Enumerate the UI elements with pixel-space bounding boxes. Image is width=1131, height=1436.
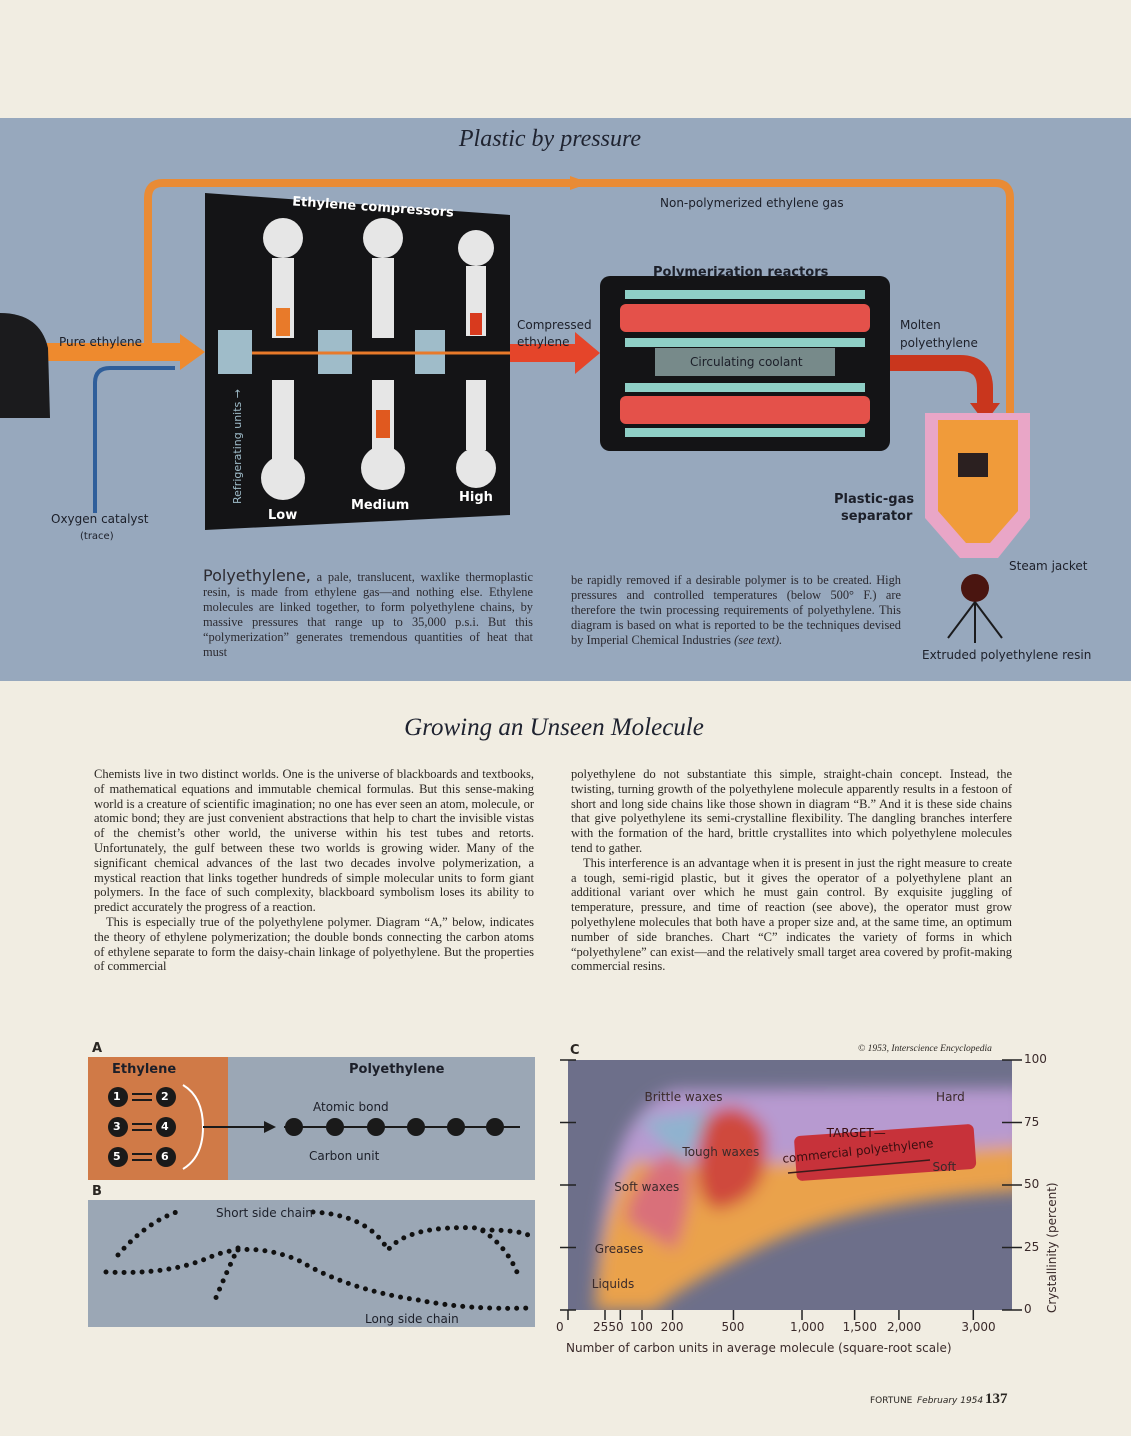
x-tick-label: 1,500 [842,1320,877,1334]
region-label: Tough waxes [682,1144,760,1159]
caption-col-1: Polyethylene, a pale, translucent, waxli… [203,566,533,660]
x-axis-label: Number of carbon units in average molecu… [566,1341,952,1355]
x-tick-label: 25 [593,1320,609,1334]
paragraph: polyethylene do not substantiate this si… [571,767,1012,855]
diagram-a: Ethylene Polyethylene Atomic bond Carbon… [88,1057,535,1180]
article-title: Growing an Unseen Molecule [404,714,704,741]
y-axis-label: Crystallinity (percent) [1045,1182,1059,1313]
label-separator: Plastic-gas [834,492,915,507]
process-diagram [0,176,1030,643]
short-side-chain-label: Short side chain [216,1206,313,1220]
region-label: Hard [936,1089,965,1104]
label-extruded: Extruded polyethylene resin [922,648,1092,662]
label-oxygen-catalyst: Oxygen catalyst [51,512,149,526]
y-tick-label: 0 [1024,1302,1032,1316]
label-compressed-2: ethylene [517,335,570,349]
x-tick-label: 1,000 [790,1320,825,1334]
label-low: Low [268,508,298,523]
x-tick-label: 200 [660,1320,684,1334]
caption-lead: Polyethylene, [203,566,311,585]
footer-date: February 1954 [917,1396,984,1406]
y-tick-label: 100 [1024,1052,1047,1066]
separator-vessel [938,420,1018,543]
x-tick-label: 0 [556,1320,564,1334]
region-label: Soft waxes [614,1179,680,1194]
label-non-polymerized: Non-polymerized ethylene gas [660,196,844,210]
arrow-icon [575,332,600,374]
target-label: TARGET— [826,1125,886,1140]
oxygen-pipe [93,366,175,513]
article-col-1: Chemists live in two distinct worlds. On… [94,767,534,974]
label-high: High [459,490,493,505]
y-tick-label: 25 [1024,1239,1040,1254]
chart-letter: C [570,1043,580,1058]
label-molten: Molten [900,318,941,332]
process-diagram-band [0,118,1131,681]
label-refrigerating-units: Refrigerating units → [230,389,244,504]
tank-icon [0,313,50,418]
footer-magazine: FORTUNE [870,1396,913,1406]
x-tick-label: 500 [721,1320,745,1334]
target-region [794,1124,977,1181]
label-separator-2: separator [841,509,913,524]
chart-credit: © 1953, Interscience Encyclopedia [858,1044,992,1054]
page-number: 137 [985,1391,1008,1407]
target-underline [787,1159,931,1174]
paragraph: Chemists live in two distinct worlds. On… [94,767,534,915]
y-tick-label: 75 [1024,1114,1040,1129]
region-label: Greases [594,1242,644,1256]
diagram-b: Short side chain Long side chain [88,1200,535,1327]
label-trace: (trace) [80,531,114,542]
polymerization-diagram [108,1084,520,1170]
long-side-chain-label: Long side chain [365,1312,459,1326]
label-molten-2: polyethylene [900,336,978,350]
y-tick-label: 50 [1024,1177,1040,1191]
label-pure-ethylene: Pure ethylene [59,335,142,349]
paragraph: This interference is an advantage when i… [571,855,1012,974]
label-compressed: Compressed [517,318,592,332]
paragraph: This is especially true of the polyethyl… [94,914,534,974]
crystallinity-chart [560,1059,1022,1320]
ethylene-heading: Ethylene [112,1062,177,1077]
x-tick-label: 50 [608,1320,624,1334]
side-chain-diagram [103,1207,531,1311]
label-steam-jacket: Steam jacket [1009,559,1088,573]
label-reactors: Polymerization reactors [653,265,829,280]
x-tick-label: 100 [630,1320,653,1334]
diagram-a-letter: A [92,1041,103,1056]
arrow-icon [180,334,205,370]
diagram-title: Plastic by pressure [458,126,642,152]
region-label: Liquids [591,1277,635,1291]
label-coolant: Circulating coolant [690,355,803,369]
diagram-b-letter: B [92,1184,102,1199]
caption-col-2: be rapidly removed if a desirable polyme… [571,573,901,647]
atomic-bond-label: Atomic bond [313,1100,389,1114]
article-col-2: polyethylene do not substantiate this si… [571,767,1012,974]
label-medium: Medium [351,498,410,513]
x-tick-label: 2,000 [886,1320,922,1334]
polyethylene-heading: Polyethylene [349,1062,445,1077]
x-tick-label: 3,000 [961,1320,996,1334]
arrow-icon [570,176,590,190]
region-label: Brittle waxes [644,1089,723,1104]
carbon-unit-label: Carbon unit [309,1149,380,1163]
region-label: Soft [932,1159,957,1174]
